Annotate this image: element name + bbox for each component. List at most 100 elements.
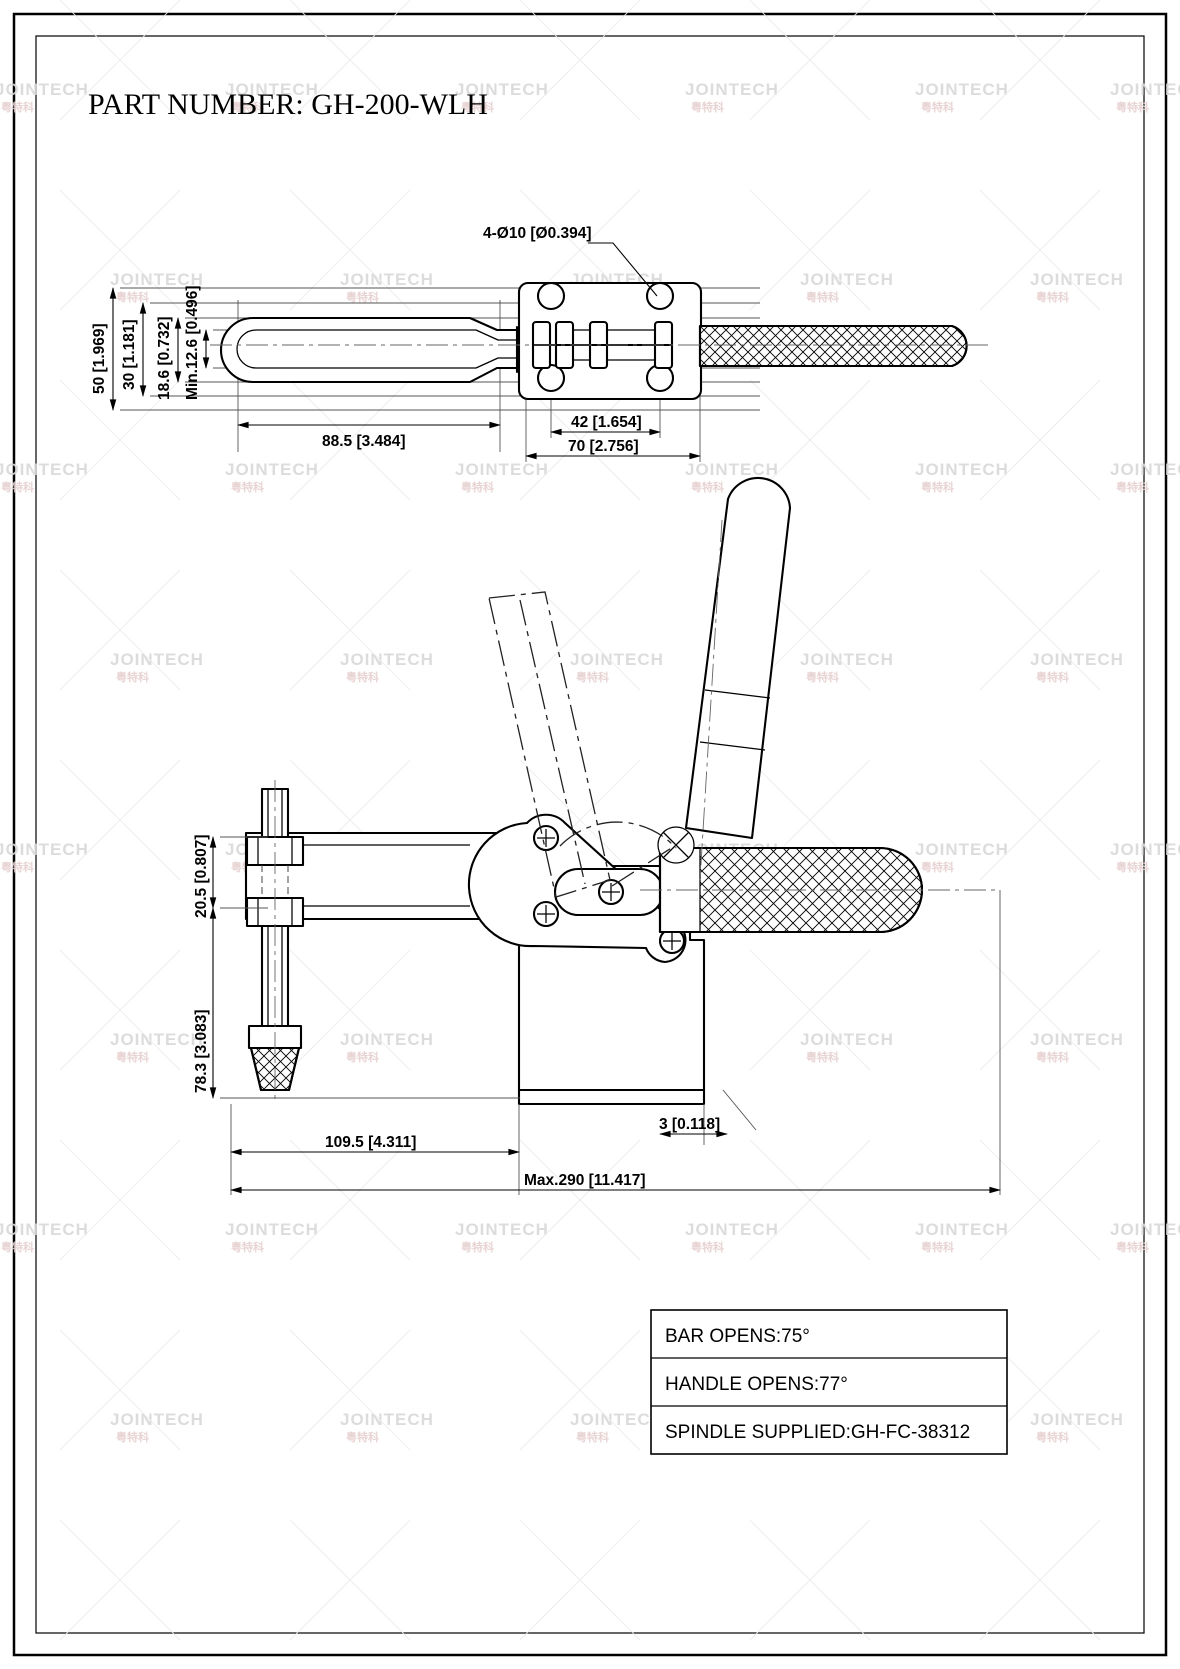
svg-text:粤特科: 粤特科 <box>116 290 149 304</box>
svg-text:粤特科: 粤特科 <box>346 670 379 684</box>
dim-inner-height: 18.6 [0.732] <box>156 316 182 400</box>
svg-text:JOINTECH: JOINTECH <box>0 1220 89 1239</box>
svg-text:粤特科: 粤特科 <box>806 670 839 684</box>
svg-text:粤特科: 粤特科 <box>921 100 954 114</box>
dim-bar-reach: 109.5 [4.311] <box>230 1134 520 1156</box>
svg-text:粤特科: 粤特科 <box>1 480 34 494</box>
svg-text:粤特科: 粤特科 <box>1 100 34 114</box>
svg-text:JOINTECH: JOINTECH <box>225 460 319 479</box>
svg-text:JOINTECH: JOINTECH <box>915 840 1009 859</box>
dim-base-thickness: 3 [0.118] <box>659 1116 728 1138</box>
svg-text:JOINTECH: JOINTECH <box>455 460 549 479</box>
svg-text:粤特科: 粤特科 <box>921 860 954 874</box>
side-base-plate <box>517 1088 706 1106</box>
side-view: 20.5 [0.807] 78.3 [3.083] 109.5 [4.311] … <box>193 477 1001 1195</box>
svg-text:粤特科: 粤特科 <box>346 290 379 304</box>
spec-row-bar-opens: BAR OPENS:75° <box>665 1326 810 1347</box>
dim-plate-height: 30 [1.181] <box>121 302 147 397</box>
svg-text:JOINTECH: JOINTECH <box>915 460 1009 479</box>
svg-text:粤特科: 粤特科 <box>461 100 494 114</box>
svg-text:粤特科: 粤特科 <box>691 100 724 114</box>
svg-text:粤特科: 粤特科 <box>576 1430 609 1444</box>
sheet-inner-border <box>35 35 1145 1634</box>
svg-text:78.3 [3.083]: 78.3 [3.083] <box>193 1009 210 1093</box>
svg-text:4-Ø10 [Ø0.394]: 4-Ø10 [Ø0.394] <box>483 225 592 242</box>
svg-text:粤特科: 粤特科 <box>1116 860 1149 874</box>
svg-text:20.5 [0.807]: 20.5 [0.807] <box>193 834 210 918</box>
svg-text:JOINTECH: JOINTECH <box>110 1410 204 1429</box>
handle-open-position <box>657 477 792 881</box>
hole-callout: 4-Ø10 [Ø0.394] <box>483 225 658 297</box>
svg-text:JOINTECH: JOINTECH <box>1110 840 1180 859</box>
svg-text:JOINTECH: JOINTECH <box>570 650 664 669</box>
svg-text:JOINTECH: JOINTECH <box>800 270 894 289</box>
svg-text:3 [0.118]: 3 [0.118] <box>659 1116 720 1133</box>
svg-text:JOINTECH: JOINTECH <box>340 270 434 289</box>
svg-text:粤特科: 粤特科 <box>1 860 34 874</box>
svg-text:粤特科: 粤特科 <box>691 1240 724 1254</box>
svg-text:JOINTECH: JOINTECH <box>0 80 89 99</box>
svg-text:粤特科: 粤特科 <box>461 480 494 494</box>
svg-text:粤特科: 粤特科 <box>806 1050 839 1064</box>
svg-text:JOINTECH: JOINTECH <box>685 460 779 479</box>
svg-text:粤特科: 粤特科 <box>576 670 609 684</box>
svg-text:JOINTECH: JOINTECH <box>915 80 1009 99</box>
svg-text:42 [1.654]: 42 [1.654] <box>571 414 642 431</box>
mounting-hole-top-left <box>536 281 566 311</box>
dim-min-height: Min.12.6 [0.496] <box>184 285 210 400</box>
svg-text:JOINTECH: JOINTECH <box>685 1220 779 1239</box>
page-title: PART NUMBER: GH-200-WLH <box>88 88 488 121</box>
svg-text:粤特科: 粤特科 <box>461 1240 494 1254</box>
sheet-outer-border <box>12 12 1168 1657</box>
svg-text:70 [2.756]: 70 [2.756] <box>568 438 639 455</box>
svg-text:JOINTECH: JOINTECH <box>685 80 779 99</box>
svg-text:JOINTECH: JOINTECH <box>1110 460 1180 479</box>
svg-text:JOINTECH: JOINTECH <box>340 650 434 669</box>
svg-text:JOINTECH: JOINTECH <box>915 1220 1009 1239</box>
dim-hole-spacing: 42 [1.654] <box>550 414 661 436</box>
svg-text:JOINTECH: JOINTECH <box>340 1030 434 1049</box>
spec-row-handle-opens: HANDLE OPENS:77° <box>665 1374 848 1395</box>
svg-text:JOINTECH: JOINTECH <box>455 80 549 99</box>
svg-text:粤特科: 粤特科 <box>1116 480 1149 494</box>
top-view: 50 [1.969] 30 [1.181] 18.6 [0.732] Min.1… <box>91 225 990 462</box>
dim-spindle-lower: 78.3 [3.083] <box>193 907 217 1099</box>
svg-text:粤特科: 粤特科 <box>1 1240 34 1254</box>
svg-text:JOINTECH: JOINTECH <box>0 840 89 859</box>
svg-text:粤特科: 粤特科 <box>1036 1050 1069 1064</box>
svg-text:粤特科: 粤特科 <box>116 1050 149 1064</box>
dim-base-width: 70 [2.756] <box>525 438 701 460</box>
handle-closed-position <box>640 846 1000 934</box>
top-view-grip <box>698 324 968 368</box>
svg-text:Min.12.6 [0.496]: Min.12.6 [0.496] <box>184 285 201 400</box>
svg-text:粤特科: 粤特科 <box>1036 670 1069 684</box>
dim-overall-height: 50 [1.969] <box>91 287 117 411</box>
svg-text:粤特科: 粤特科 <box>231 1240 264 1254</box>
svg-text:粤特科: 粤特科 <box>1036 290 1069 304</box>
bar-open-position <box>488 591 611 898</box>
dim-spindle-upper: 20.5 [0.807] <box>193 834 217 918</box>
svg-text:30 [1.181]: 30 [1.181] <box>121 319 138 390</box>
svg-text:JOINTECH: JOINTECH <box>110 650 204 669</box>
svg-text:109.5 [4.311]: 109.5 [4.311] <box>325 1134 416 1151</box>
svg-text:JOINTECH: JOINTECH <box>340 1410 434 1429</box>
svg-text:粤特科: 粤特科 <box>346 1430 379 1444</box>
toggle-link <box>554 867 664 917</box>
svg-text:18.6 [0.732]: 18.6 [0.732] <box>156 316 173 400</box>
dim-max-overall: Max.290 [11.417] <box>230 1172 1001 1194</box>
spindle-assembly <box>245 780 305 1100</box>
linkage-motion-path <box>559 821 677 887</box>
svg-text:JOINTECH: JOINTECH <box>455 1220 549 1239</box>
svg-text:粤特科: 粤特科 <box>806 290 839 304</box>
dim-bar-length: 88.5 [3.484] <box>237 421 501 450</box>
spec-row-spindle-supplied: SPINDLE SUPPLIED:GH-FC-38312 <box>665 1422 970 1443</box>
svg-text:粤特科: 粤特科 <box>346 1050 379 1064</box>
mounting-hole-top-right <box>645 281 675 311</box>
svg-text:JOINTECH: JOINTECH <box>1030 650 1124 669</box>
svg-text:JOINTECH: JOINTECH <box>225 1220 319 1239</box>
svg-text:JOINTECH: JOINTECH <box>225 80 319 99</box>
svg-text:Max.290 [11.417]: Max.290 [11.417] <box>524 1172 646 1189</box>
svg-text:粤特科: 粤特科 <box>116 1430 149 1444</box>
svg-text:粤特科: 粤特科 <box>691 480 724 494</box>
